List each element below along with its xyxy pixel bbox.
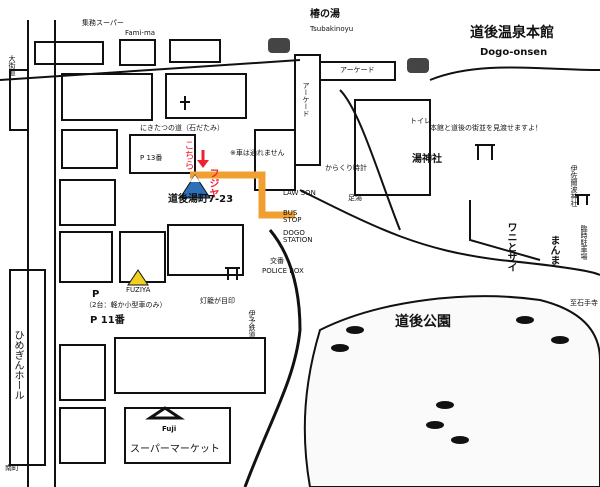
yushinsha-label: 湯神社 (412, 154, 442, 165)
supermarket-logo: Fuji (162, 425, 177, 433)
police-box-label: POLICE BOX (262, 267, 304, 275)
onsen-icon (407, 58, 429, 73)
shop-arrow-label: こちら (182, 140, 193, 170)
dogo-station-label: DOGO STATION (283, 229, 313, 244)
lawson-label: LAW SON (283, 189, 316, 197)
block (167, 224, 244, 276)
arcade-vertical (294, 54, 321, 166)
block (59, 179, 116, 226)
torii-icon (575, 194, 590, 205)
dogo-park-label: 道後公園 (395, 314, 451, 330)
shop-address: 道後湯町7-23 (168, 194, 234, 205)
dogo-park-area (303, 295, 600, 487)
arrow-icon (197, 160, 209, 168)
minamicho-label: 南町 (5, 464, 19, 472)
onsen-icon (268, 38, 290, 53)
street-name: にきたつの道（石だたみ） (140, 124, 224, 132)
block (124, 407, 231, 464)
parking-lot-label: 臨時駐車場 (580, 225, 588, 260)
ookaido-label: 大街道 (8, 55, 16, 76)
supermarket-label: スーパーマーケット (130, 444, 220, 455)
route-line (190, 171, 295, 219)
block (114, 337, 266, 394)
family-mart-label: Fami-ma (125, 29, 156, 37)
post-icon (180, 96, 190, 110)
tsubakinoyu-title: 椿の湯 (310, 9, 340, 20)
parking-11-label: P 11番 (90, 315, 125, 326)
park-trees (331, 316, 569, 444)
block (59, 344, 106, 401)
block (61, 73, 153, 121)
parking-13: P 13番 (140, 154, 163, 162)
block (165, 73, 247, 119)
yushinsha-note: 本館と道後の街並を見渡せますよ！ (430, 124, 542, 132)
torii-icon (475, 144, 495, 160)
arcade-vertical-label: アーケード (302, 82, 310, 117)
shop-name: フジヤ (207, 168, 218, 198)
road (429, 66, 600, 81)
road (469, 200, 541, 261)
tram-line (243, 229, 302, 487)
bus-stop-label: BUS STOP (283, 209, 302, 224)
arcade-label: アーケード (340, 66, 375, 74)
parking-note: （2台：軽か小型車のみ） (85, 301, 167, 309)
road (0, 59, 301, 81)
himegin-hall-label: ひめぎんホール (12, 330, 23, 400)
block (34, 41, 104, 65)
block (119, 39, 156, 66)
arcade-horizontal (320, 61, 396, 81)
wanisai-label: ワニとサイ (505, 222, 516, 272)
to-ishite-label: 至石手寺 (570, 299, 598, 307)
block (129, 134, 196, 174)
block (59, 407, 106, 464)
supermarket-logo-icon (145, 406, 185, 420)
block (354, 99, 431, 196)
fuzuya-marker (127, 269, 149, 286)
fuzuya-sign-label: FUZIYA (126, 286, 151, 294)
tsubakinoyu-en: Tsubakinoyu (310, 25, 354, 33)
shop-marker (179, 174, 211, 199)
no-car-notice: ※車は通れません (230, 149, 285, 157)
block (61, 129, 118, 169)
road (299, 189, 600, 276)
dogo-onsen-en: Dogo-onsen (480, 47, 548, 58)
lantern-note: 灯籠が目印 (200, 297, 235, 305)
block (169, 39, 221, 63)
isaniwa-shrine-label: 伊佐爾波神社 (570, 165, 578, 207)
dogo-onsen-title: 道後温泉本館 (470, 25, 554, 41)
manma-label: まんま (548, 235, 559, 265)
tram-label: 伊予鉄道 (248, 310, 256, 338)
koban-label: 交番 (270, 257, 284, 265)
road (339, 89, 401, 231)
torii-icon (225, 267, 240, 280)
toilet-label: トイレ (410, 117, 431, 125)
block (119, 231, 166, 283)
shusuke-super-label: 集務スーパー (82, 19, 124, 27)
parking-fujiya-label: P (92, 289, 100, 300)
karakuri-clock-label: からくり時計 (325, 164, 367, 172)
block (59, 231, 113, 283)
ashiyu-label: 足湯 (348, 194, 362, 202)
